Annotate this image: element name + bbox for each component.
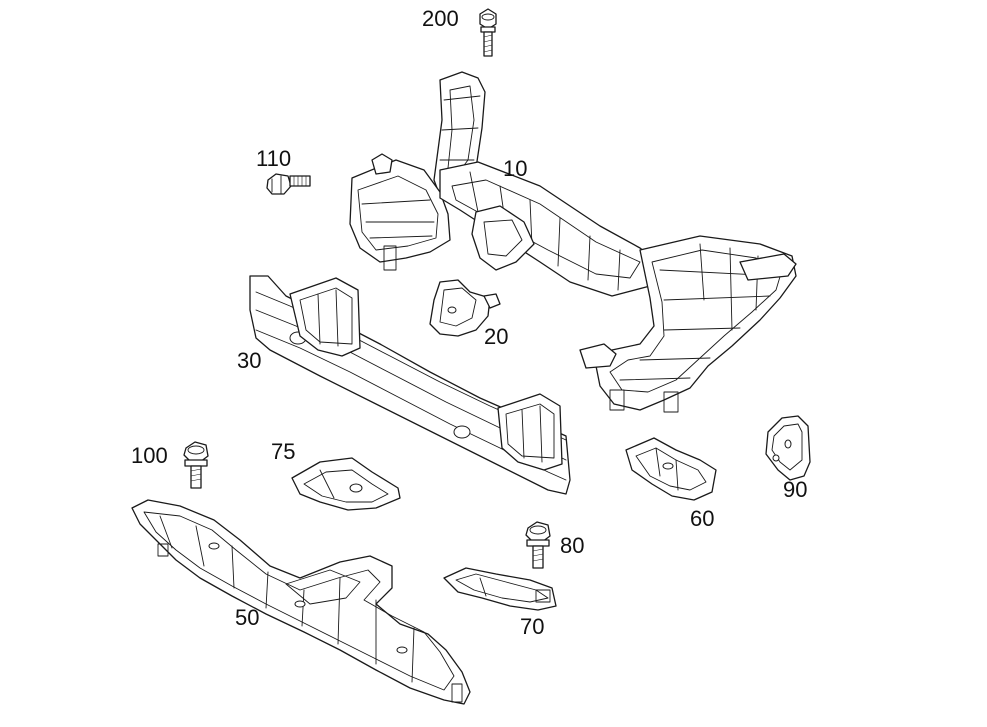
plate-70-drawing <box>443 567 557 611</box>
bracket-20-drawing <box>429 279 501 337</box>
callout-200: 200 <box>422 6 459 31</box>
bolt-110-drawing <box>266 173 311 195</box>
callout-100: 100 <box>131 443 168 468</box>
callout-30: 30 <box>237 348 262 373</box>
callout-80: 80 <box>560 533 585 558</box>
callout-90: 90 <box>783 477 808 502</box>
lower-cross-member-50-drawing <box>131 499 471 705</box>
front-carrier-10-drawing <box>349 71 797 413</box>
callout-60: 60 <box>690 506 715 531</box>
callout-70: 70 <box>520 614 545 639</box>
bumper-beam-30-drawing <box>249 275 571 495</box>
callout-50: 50 <box>235 605 260 630</box>
bracket-90-drawing <box>765 415 811 481</box>
bolt-200-drawing <box>479 8 497 57</box>
bolt-100-drawing <box>183 441 209 489</box>
bracket-60-drawing <box>625 437 717 501</box>
bolt-80-drawing <box>525 521 551 569</box>
callout-10: 10 <box>503 156 528 181</box>
callout-75: 75 <box>271 439 296 464</box>
plate-75-drawing <box>291 457 401 511</box>
callout-20: 20 <box>484 324 509 349</box>
callout-110: 110 <box>256 146 292 171</box>
